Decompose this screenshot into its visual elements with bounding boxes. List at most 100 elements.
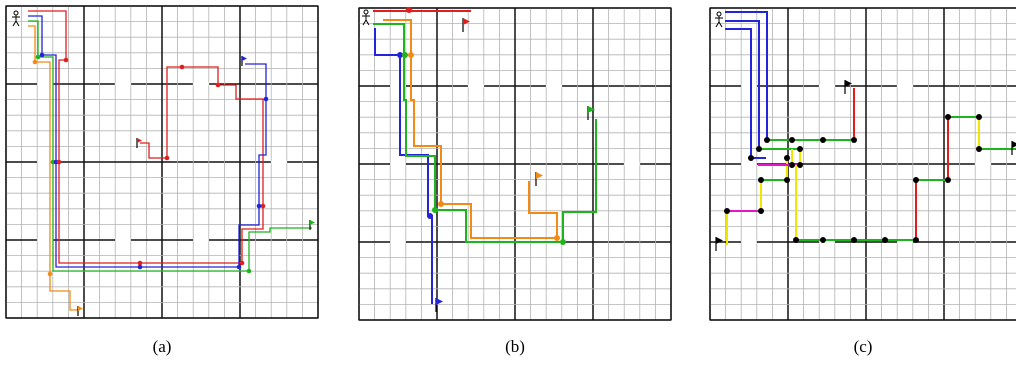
waypoint — [560, 239, 566, 245]
person-icon — [12, 10, 20, 27]
doorway-gap — [37, 238, 53, 242]
doorway-gap — [897, 84, 913, 88]
doorway-gap — [624, 162, 640, 166]
caption-a: (a) — [153, 337, 172, 356]
panel-b: (b) — [358, 7, 672, 356]
path-orange — [383, 19, 558, 239]
waypoint — [39, 52, 45, 58]
waypoint — [35, 54, 41, 60]
doorway-gap — [975, 162, 991, 166]
person-icon — [715, 11, 723, 28]
waypoint — [820, 237, 826, 243]
doorway-gap — [741, 240, 757, 244]
waypoint — [246, 268, 252, 274]
doorway-gap — [193, 82, 209, 86]
doorway-gap — [897, 240, 913, 244]
waypoint — [945, 114, 951, 120]
waypoint — [137, 260, 143, 266]
waypoint — [179, 64, 185, 70]
waypoint — [756, 146, 762, 152]
flag-icon — [715, 237, 723, 251]
waypoint — [63, 57, 69, 63]
person-icon — [362, 9, 370, 26]
flag-icon — [435, 298, 443, 312]
waypoint — [758, 208, 764, 214]
panel-a: (a) — [5, 5, 319, 356]
waypoint — [402, 52, 408, 58]
waypoint — [408, 52, 414, 58]
flag-icon — [136, 138, 142, 148]
paths-b — [373, 7, 597, 304]
caption-b: (b) — [505, 337, 525, 356]
waypoint — [945, 177, 951, 183]
waypoint — [554, 235, 560, 241]
paths-a — [28, 10, 312, 311]
doorway-gap — [468, 84, 484, 88]
waypoint — [438, 201, 444, 207]
waypoint — [406, 7, 412, 13]
waypoint — [748, 155, 754, 161]
waypoint — [164, 155, 170, 161]
flag-icon — [844, 80, 852, 94]
waypoint — [758, 177, 764, 183]
path-green — [28, 20, 312, 272]
waypoints-c — [724, 114, 982, 243]
waypoint — [851, 237, 857, 243]
waypoint — [793, 237, 799, 243]
path-blue — [28, 15, 267, 268]
panel-c: (c) — [709, 7, 1016, 356]
doorway-gap — [115, 238, 131, 242]
waypoint — [820, 137, 826, 143]
doorway-gap — [546, 84, 562, 88]
doorway-gap — [819, 240, 835, 244]
waypoint — [976, 114, 982, 120]
waypoint — [797, 162, 803, 168]
waypoint — [789, 137, 795, 143]
grid-c — [709, 7, 1016, 321]
waypoint — [47, 271, 53, 277]
waypoint — [427, 213, 433, 219]
flag-icon — [309, 220, 315, 230]
waypoint — [851, 137, 857, 143]
flag-icon — [1011, 141, 1016, 155]
path-blue — [725, 28, 766, 159]
doorway-gap — [741, 162, 757, 166]
doorway-gap — [115, 82, 131, 86]
path-red — [28, 10, 264, 264]
waypoint — [913, 177, 919, 183]
grid-border — [5, 5, 319, 319]
doorway-gap — [390, 240, 406, 244]
waypoint — [263, 96, 269, 102]
grid-b — [358, 7, 672, 321]
waypoint — [56, 159, 62, 165]
doorway-gap — [819, 84, 835, 88]
waypoint — [432, 207, 438, 213]
caption-c: (c) — [854, 337, 873, 356]
doorway-gap — [271, 160, 287, 164]
waypoint — [236, 264, 242, 270]
waypoint — [32, 59, 38, 65]
doorway-gap — [37, 160, 53, 164]
waypoint — [397, 52, 403, 58]
doorway-gap — [193, 238, 209, 242]
grid-border — [358, 7, 672, 321]
doorway-gap — [741, 84, 757, 88]
doorway-gap — [390, 84, 406, 88]
flag-icon — [535, 172, 543, 186]
waypoint — [260, 203, 266, 209]
path-orange — [28, 25, 78, 311]
flag-icon — [462, 18, 470, 32]
waypoints-a — [32, 52, 269, 277]
waypoint — [789, 162, 795, 168]
waypoint — [784, 155, 790, 161]
waypoint — [137, 264, 143, 270]
waypoint — [256, 203, 262, 209]
waypoint — [882, 237, 888, 243]
doorway-gap — [390, 162, 406, 166]
waypoint — [784, 177, 790, 183]
doorway-gap — [37, 82, 53, 86]
waypoint — [239, 260, 245, 266]
waypoint — [764, 137, 770, 143]
